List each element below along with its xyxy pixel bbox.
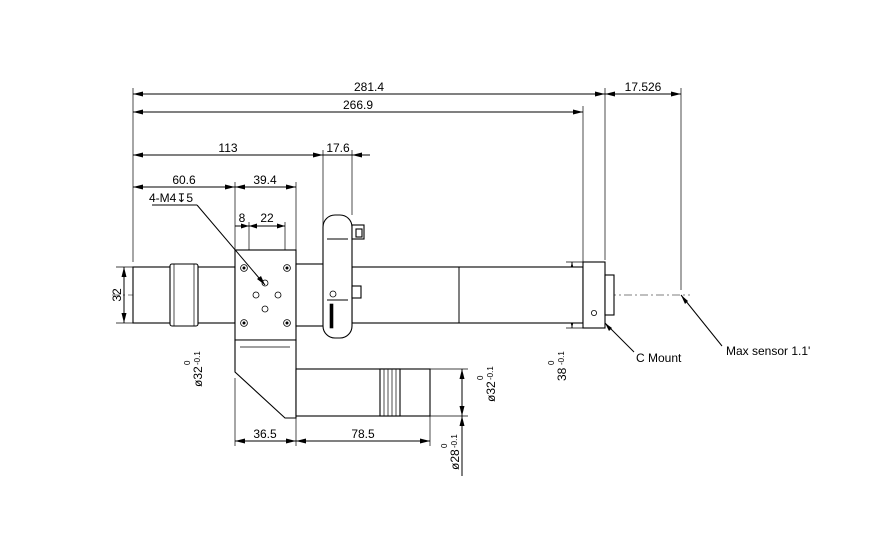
dim-to-mount-plate: 60.6 [172,173,196,187]
svg-text:0: 0 [547,360,556,365]
svg-text:0: 0 [476,375,485,380]
thread-callout: 4-M4↧5 [149,191,193,205]
dim-hole-offset: 8 [239,211,246,225]
diameter-main-label: ø32 0 -0.1 [476,366,498,402]
diameter-front-label: ø32 0 -0.1 [183,351,205,387]
diameter-rear-label: 38 0 -0.1 [547,351,569,381]
mount-plate [234,249,297,341]
dim-sensor-offset: 17.526 [625,80,662,94]
dim-to-knob: 113 [218,141,237,155]
leader-lines [152,204,723,353]
front-barrel [132,263,236,327]
svg-text:-0.1: -0.1 [486,366,495,380]
svg-text:ø28: ø28 [448,449,462,470]
svg-text:-0.1: -0.1 [193,351,202,365]
c-mount-label: C Mount [636,351,682,365]
focus-knob [322,214,365,339]
thread-size: 4-M4↧5 [149,191,193,205]
svg-text:0: 0 [183,360,192,365]
dim-hole-pitch: 22 [260,211,274,225]
svg-text:-0.1: -0.1 [557,351,566,365]
svg-text:-0.1: -0.1 [450,434,459,448]
main-body [295,263,584,327]
lower-assembly [234,339,431,419]
svg-text:38: 38 [555,367,569,381]
dim-lower-length: 78.5 [351,427,375,441]
dim-knob-width: 17.6 [326,141,350,155]
dimension-labels: 281.4 17.526 266.9 113 17.6 60.6 39.4 8 … [110,80,662,441]
knurled-ring [379,368,401,417]
dim-body-length: 266.9 [343,98,373,112]
max-sensor-label: Max sensor 1.1' [726,344,810,358]
dim-lower-offset: 36.5 [253,427,277,441]
svg-text:ø32: ø32 [191,366,205,387]
dim-overall-length: 281.4 [354,80,384,94]
svg-text:0: 0 [440,443,449,448]
dim-plate-width: 39.4 [253,173,277,187]
rear-flange [582,261,615,329]
svg-text:ø32: ø32 [484,381,498,402]
diameter-lower-label: ø28 0 -0.1 [440,434,462,470]
dim-front-dia: 32 [110,288,124,302]
